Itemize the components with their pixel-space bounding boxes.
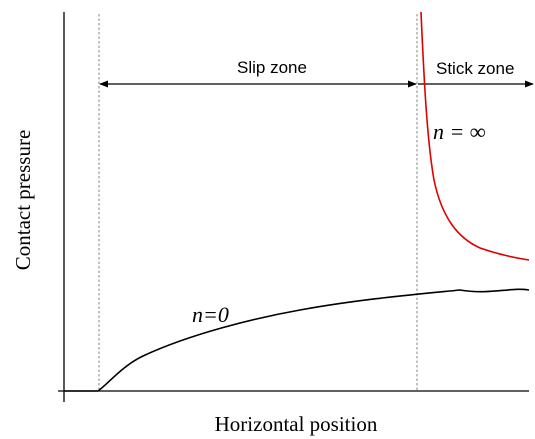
y-axis-label: Contact pressure [11,130,35,271]
n-zero-label: n=0 [192,302,229,327]
slip-zone-label: Slip zone [237,58,307,77]
n-zero-pressure-curve [64,288,530,392]
n-infinity-label: n = ∞ [433,119,486,144]
n-infinity-pressure-curve [420,11,530,261]
stick-zone-label: Stick zone [436,59,514,78]
x-axis-label: Horizontal position [215,412,378,436]
